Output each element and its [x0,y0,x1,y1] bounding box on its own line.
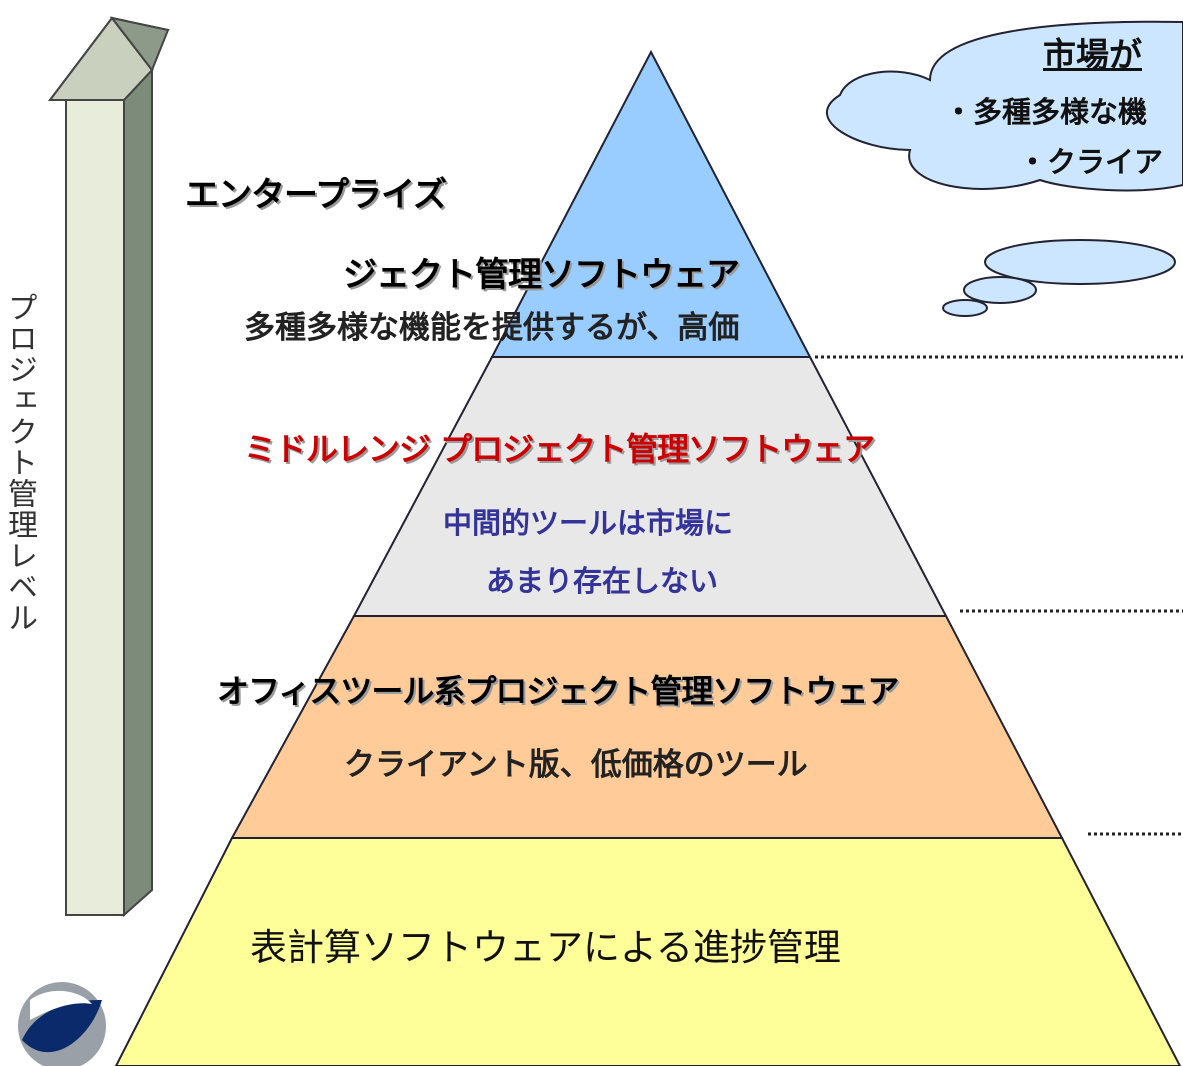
axis-label: プロジェクト管理レベル [2,292,37,633]
callout-line1: ・多種多様な機 [944,95,1148,129]
spreadsheet-title: 表計算ソフトウェアによる進捗管理 [250,926,841,969]
company-logo [18,982,106,1066]
callout-cloud [825,20,1183,317]
enterprise-description: 多種多様な機能を提供するが、高価 [244,310,740,346]
dotted-leaders [815,355,1183,836]
office-tools-title: オフィスツール系プロジェクト管理ソフトウェア [217,672,899,710]
middle-range-description-line2: あまり存在しない [486,564,719,598]
callout-line2: ・クライア [1018,145,1164,179]
tier-spreadsheet [114,837,1182,1066]
level-arrow [47,16,170,918]
middle-range-title: ミドルレンジ プロジェクト管理ソフトウェア [244,430,875,468]
pyramid [114,49,1182,1066]
enterprise-title-line2: ジェクト管理ソフトウェア [343,255,740,295]
enterprise-title-line1: エンタープライズ [185,175,447,215]
office-tools-description: クライアント版、低価格のツール [344,747,808,783]
tier-office-tools [230,615,1064,839]
callout-title: 市場が [1043,35,1142,74]
middle-range-description-line1: 中間的ツールは市場に [443,506,734,540]
